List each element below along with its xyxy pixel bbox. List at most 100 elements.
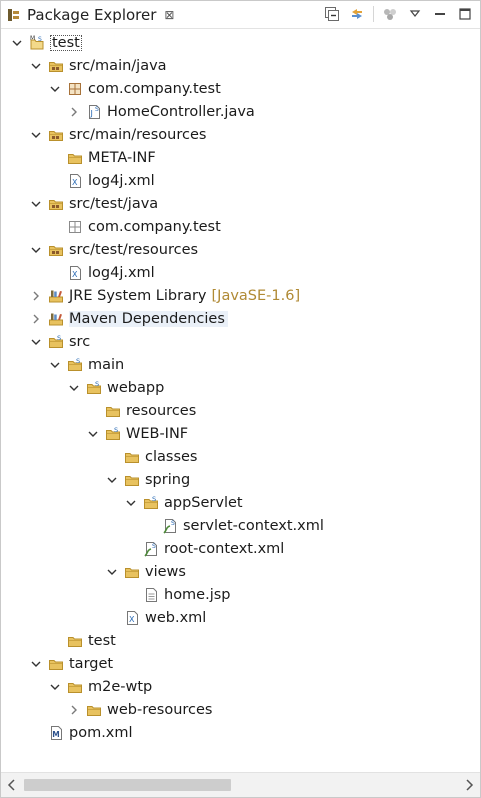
- tree-item-label: src/test/resources: [69, 241, 199, 258]
- chevron-down-icon[interactable]: [28, 127, 44, 143]
- view-header: Package Explorer ⊠: [1, 1, 480, 29]
- svg-text:S: S: [152, 543, 156, 550]
- tree-spacer: [47, 633, 63, 649]
- tree-item[interactable]: src/test/java: [28, 192, 158, 215]
- tree-spacer: [123, 587, 139, 603]
- folder-icon: [67, 633, 83, 649]
- tree-spacer: [47, 219, 63, 235]
- horizontal-scrollbar[interactable]: [1, 772, 480, 797]
- chevron-down-icon[interactable]: [123, 495, 139, 511]
- link-with-editor-icon[interactable]: [348, 5, 366, 23]
- chevron-down-icon[interactable]: [28, 334, 44, 350]
- tree-item[interactable]: web-resources: [66, 698, 213, 721]
- tree-item-label: src/test/java: [69, 195, 159, 212]
- chevron-down-icon[interactable]: [28, 58, 44, 74]
- chevron-down-icon[interactable]: [9, 35, 25, 51]
- chevron-right-icon[interactable]: [28, 288, 44, 304]
- chevron-down-icon[interactable]: [104, 472, 120, 488]
- tree-item[interactable]: home.jsp: [123, 583, 231, 606]
- scroll-left-icon[interactable]: [4, 777, 20, 793]
- chevron-down-icon[interactable]: [47, 81, 63, 97]
- chevron-down-icon[interactable]: [66, 380, 82, 396]
- svg-text:S: S: [38, 36, 42, 43]
- svg-text:S: S: [114, 426, 118, 434]
- tree-item[interactable]: m2e-wtp: [47, 675, 152, 698]
- tree-item-label: root-context.xml: [164, 540, 285, 557]
- tree-spacer: [104, 610, 120, 626]
- source-folder-icon: [48, 127, 64, 143]
- chevron-right-icon[interactable]: [66, 104, 82, 120]
- tree-item[interactable]: resources: [85, 399, 196, 422]
- tree-item[interactable]: JRE System Library[JavaSE-1.6]: [28, 284, 300, 307]
- tree-item-label: target: [69, 655, 114, 672]
- chevron-down-icon[interactable]: [28, 656, 44, 672]
- svg-text:S: S: [95, 380, 99, 388]
- tree-item[interactable]: src/main/resources: [28, 123, 206, 146]
- tree-item[interactable]: META-INF: [47, 146, 156, 169]
- source-folder-icon: [48, 196, 64, 212]
- tree-item[interactable]: spring: [104, 468, 190, 491]
- scrollbar-thumb[interactable]: [24, 779, 231, 791]
- chevron-down-icon[interactable]: [85, 426, 101, 442]
- chevron-down-icon[interactable]: [47, 357, 63, 373]
- spring-folder-icon: S: [48, 334, 64, 350]
- tree-item[interactable]: classes: [104, 445, 197, 468]
- tab-package-explorer[interactable]: Package Explorer ⊠: [1, 1, 183, 28]
- chevron-right-icon[interactable]: [28, 311, 44, 327]
- tree-item-label: log4j.xml: [88, 172, 155, 189]
- chevron-down-icon[interactable]: [28, 242, 44, 258]
- tree-item[interactable]: src/main/java: [28, 54, 167, 77]
- package-icon: [67, 81, 83, 97]
- svg-text:M: M: [30, 35, 35, 42]
- chevron-down-icon[interactable]: [28, 196, 44, 212]
- close-icon[interactable]: ⊠: [164, 7, 175, 22]
- tree-item[interactable]: test: [47, 629, 116, 652]
- tree-item[interactable]: src/test/resources: [28, 238, 198, 261]
- tree-item-label: home.jsp: [164, 586, 231, 603]
- chevron-right-icon[interactable]: [66, 702, 82, 718]
- tree-item-label: classes: [145, 448, 198, 465]
- view-menu-icon[interactable]: [406, 5, 424, 23]
- tree-item[interactable]: com.company.test: [47, 215, 221, 238]
- tree-item[interactable]: Maven Dependencies: [28, 307, 228, 330]
- tree-item[interactable]: com.company.test: [47, 77, 221, 100]
- scroll-right-icon[interactable]: [461, 777, 477, 793]
- folder-icon: [124, 564, 140, 580]
- maximize-icon[interactable]: [456, 5, 474, 23]
- chevron-down-icon[interactable]: [104, 564, 120, 580]
- svg-text:X: X: [129, 615, 135, 624]
- tree-item-label: src/main/resources: [69, 126, 207, 143]
- jsp-file-icon: [143, 587, 159, 603]
- tree-item[interactable]: views: [104, 560, 186, 583]
- svg-text:S: S: [57, 334, 61, 342]
- view-title: Package Explorer: [27, 5, 157, 24]
- minimize-icon[interactable]: [431, 5, 449, 23]
- chevron-down-icon[interactable]: [47, 679, 63, 695]
- folder-icon: [86, 702, 102, 718]
- focus-task-icon[interactable]: [381, 5, 399, 23]
- collapse-all-icon[interactable]: [323, 5, 341, 23]
- folder-icon: [48, 656, 64, 672]
- tree-item-label: log4j.xml: [88, 264, 155, 281]
- tree-item-decoration: [JavaSE-1.6]: [211, 287, 301, 304]
- folder-icon: [124, 472, 140, 488]
- tree-item-label: resources: [126, 402, 197, 419]
- toolbar-separator: [373, 6, 374, 22]
- svg-text:X: X: [72, 270, 78, 279]
- tree-item[interactable]: target: [28, 652, 113, 675]
